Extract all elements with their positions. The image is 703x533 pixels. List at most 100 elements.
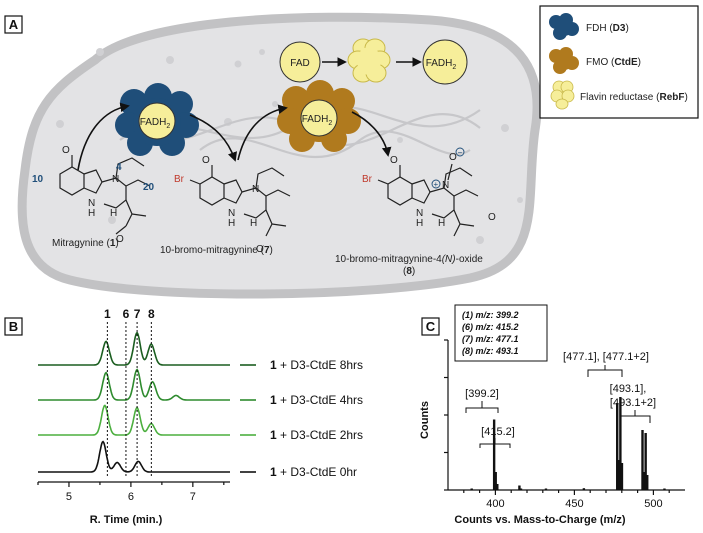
svg-text:N: N: [228, 208, 235, 219]
legend-item-reductase: Flavin reductase (RebF): [550, 80, 688, 110]
svg-text:FDH (D3): FDH (D3): [586, 23, 629, 34]
mz-legend-8: (8) m/z: 493.1: [462, 346, 519, 356]
flavin-reductase-cloud: [347, 38, 391, 83]
caption-compound-8-number: (8): [403, 266, 415, 277]
svg-text:O: O: [62, 145, 70, 156]
fadh2-label-right: FADH2: [426, 58, 457, 71]
spectrum-y-label: Counts: [419, 401, 431, 439]
caption-compound-8: 10-bromo-mitragynine-4(N)-oxide: [335, 254, 483, 265]
spectrum-peak-12: [646, 475, 649, 490]
spectrum-peak-4: [519, 488, 523, 490]
caption-compound-1: Mitragynine (1): [52, 238, 119, 249]
spectrum-x-label: Counts vs. Mass-to-Charge (m/z): [454, 514, 625, 526]
spectrum-peak-10: [642, 472, 646, 490]
annotation-399: [399.2]: [465, 388, 499, 400]
molecule-10-bromo-mitragynine-n-oxide: O Br + N O − N H H O: [362, 147, 496, 237]
svg-text:N: N: [252, 184, 259, 195]
trace-label-0: 1 + D3-CtdE 8hrs: [270, 358, 363, 372]
legend-item-fmo: FMO (CtdE): [549, 47, 641, 74]
spectrum-tick-label-0: 400: [486, 498, 504, 510]
chromatogram-tick-label-2: 7: [190, 491, 196, 503]
fdh-enzyme: FADH2: [115, 83, 199, 156]
reductase-cycle: FAD FADH2: [279, 38, 468, 85]
peak-annotations: [465, 365, 651, 448]
svg-text:N: N: [442, 180, 449, 191]
trace-2: [38, 404, 230, 436]
chromatogram-tick-label-1: 6: [128, 491, 134, 503]
spectrum-peak-11: [644, 433, 647, 490]
label-c10: 10: [32, 174, 44, 185]
annotation-477: [477.1], [477.1+2]: [563, 351, 649, 363]
spectrum-peak-8: [620, 463, 624, 490]
spectrum-peak-15: [582, 488, 586, 490]
chromatogram-x-label: R. Time (min.): [90, 514, 163, 526]
arrow-fmo-out: [351, 111, 392, 157]
svg-text:N: N: [416, 208, 423, 219]
trace-label-1: 1 + D3-CtdE 4hrs: [270, 393, 363, 407]
mz-legend-6: (6) m/z: 415.2: [462, 322, 519, 332]
peak-marker-label-0: 1: [104, 307, 111, 321]
svg-text:O: O: [116, 234, 124, 245]
svg-text:+: +: [434, 180, 439, 189]
label-c20: 20: [143, 182, 155, 193]
svg-text:N: N: [88, 198, 95, 209]
fadh2-label-fmo: FADH2: [302, 114, 333, 127]
svg-text:FMO (CtdE): FMO (CtdE): [586, 57, 641, 68]
label-br-7: Br: [174, 174, 185, 185]
arrow-fdh-out: [189, 114, 237, 162]
spectrum-peak-1: [494, 472, 497, 490]
svg-text:O: O: [449, 152, 457, 163]
trace-label-2: 1 + D3-CtdE 2hrs: [270, 428, 363, 442]
trace-0: [38, 331, 230, 366]
molecule-10-bromo-mitragynine: O Br N N H H O: [174, 155, 291, 255]
svg-text:H: H: [250, 218, 257, 229]
spectrum-tick-label-2: 500: [644, 498, 662, 510]
chromatogram-tick-label-0: 5: [66, 491, 72, 503]
spectrum-peak-13: [470, 488, 473, 490]
caption-compound-7: 10-bromo-mitragynine (7): [160, 245, 273, 256]
spectrum-peak-16: [663, 488, 666, 490]
trace-1: [38, 368, 230, 401]
spectrum-peak-7: [619, 397, 622, 490]
peak-marker-label-3: 8: [148, 307, 155, 321]
svg-text:H: H: [438, 218, 445, 229]
svg-text:H: H: [416, 218, 423, 229]
spectrum-peak-6: [617, 460, 620, 490]
peak-marker-label-2: 7: [134, 307, 141, 321]
fmo-enzyme: FADH2: [277, 80, 361, 152]
svg-text:O: O: [488, 212, 496, 223]
svg-text:Flavin reductase (RebF): Flavin reductase (RebF): [580, 92, 688, 103]
panel-a: A FAD: [4, 12, 542, 299]
spectrum-peak-2: [496, 484, 499, 490]
arrow-fmo-in: [237, 104, 288, 161]
spectrum-peak-0: [492, 419, 496, 490]
legend-item-fdh: FDH (D3): [549, 13, 629, 40]
arrow-fdh-in: [77, 102, 130, 171]
mz-legend-box: (1) m/z: 399.2 (6) m/z: 415.2 (7) m/z: 4…: [454, 304, 548, 362]
annotation-493-b: [493.1+2]: [610, 397, 656, 409]
trace-3: [38, 440, 230, 473]
annotation-493-a: [493.1],: [610, 383, 647, 395]
panel-b-chromatogram: B 1 + D3-CtdE 8hrs 1 + D3-CtdE 4hrs 1 + D3…: [4, 307, 363, 526]
spectrum-peak-9: [641, 430, 644, 490]
spectrum-tick-label-1: 450: [565, 498, 583, 510]
peak-marker-label-1: 6: [123, 307, 130, 321]
svg-text:−: −: [458, 148, 463, 157]
molecule-mitragynine: O 10 N 4 20 N H H O: [32, 145, 155, 245]
label-br-8: Br: [362, 174, 373, 185]
svg-text:H: H: [88, 208, 95, 219]
svg-text:O: O: [256, 244, 264, 255]
trace-label-3: 1 + D3-CtdE 0hr: [270, 465, 357, 479]
mz-legend-7: (7) m/z: 477.1: [462, 334, 519, 344]
fad-label: FAD: [290, 58, 309, 69]
annotation-415: [415.2]: [481, 426, 515, 438]
panel-b-letter: B: [9, 319, 18, 334]
spectrum-peak-5: [616, 403, 619, 490]
fadh2-label-fdh: FADH2: [140, 117, 171, 130]
svg-text:O: O: [390, 155, 398, 166]
svg-text:O: O: [202, 155, 210, 166]
svg-text:H: H: [228, 218, 235, 229]
svg-text:H: H: [110, 208, 117, 219]
